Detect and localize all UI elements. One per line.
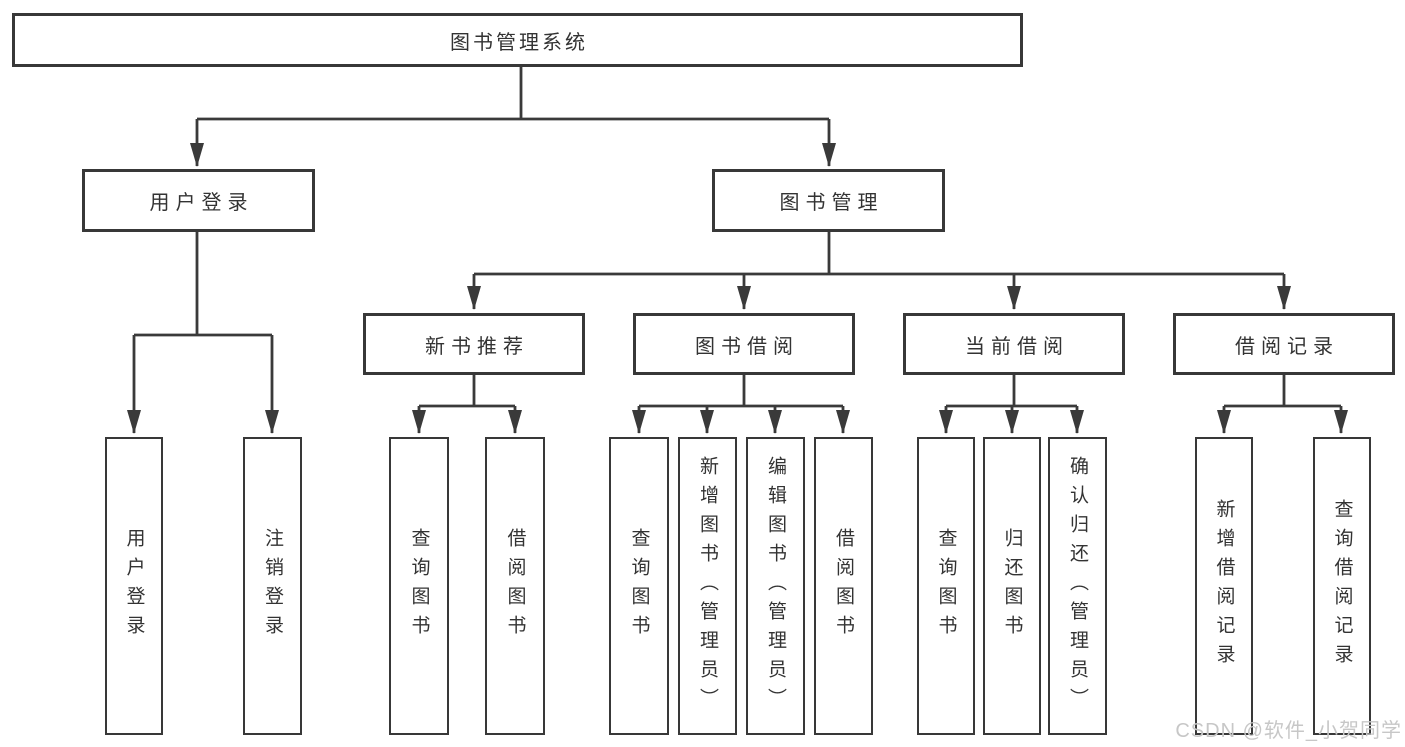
- node-current-borrow: 当前借阅: [903, 313, 1125, 375]
- leaf-query-books-borrow: 查询图书: [609, 437, 669, 735]
- leaf-edit-book-admin: 编辑图书（管理员）: [746, 437, 805, 735]
- leaf-add-borrow-record: 新增借阅记录: [1195, 437, 1253, 735]
- leaf-query-books-recommend: 查询图书: [389, 437, 449, 735]
- leaf-logout: 注销登录: [243, 437, 302, 735]
- leaf-add-book-admin: 新增图书（管理员）: [678, 437, 737, 735]
- node-book-management: 图书管理: [712, 169, 945, 232]
- leaf-confirm-return-admin: 确认归还（管理员）: [1048, 437, 1107, 735]
- leaf-query-borrow-record: 查询借阅记录: [1313, 437, 1371, 735]
- leaf-borrow-books-recommend: 借阅图书: [485, 437, 545, 735]
- node-user-login: 用户登录: [82, 169, 315, 232]
- node-new-book-recommend: 新书推荐: [363, 313, 585, 375]
- leaf-borrow-books: 借阅图书: [814, 437, 873, 735]
- watermark: CSDN @软件_小贺同学: [1175, 720, 1402, 742]
- node-root: 图书管理系统: [12, 13, 1023, 67]
- leaf-return-book: 归还图书: [983, 437, 1041, 735]
- leaf-query-books-current: 查询图书: [917, 437, 975, 735]
- leaf-user-login: 用户登录: [105, 437, 163, 735]
- node-book-borrow: 图书借阅: [633, 313, 855, 375]
- node-borrow-records: 借阅记录: [1173, 313, 1395, 375]
